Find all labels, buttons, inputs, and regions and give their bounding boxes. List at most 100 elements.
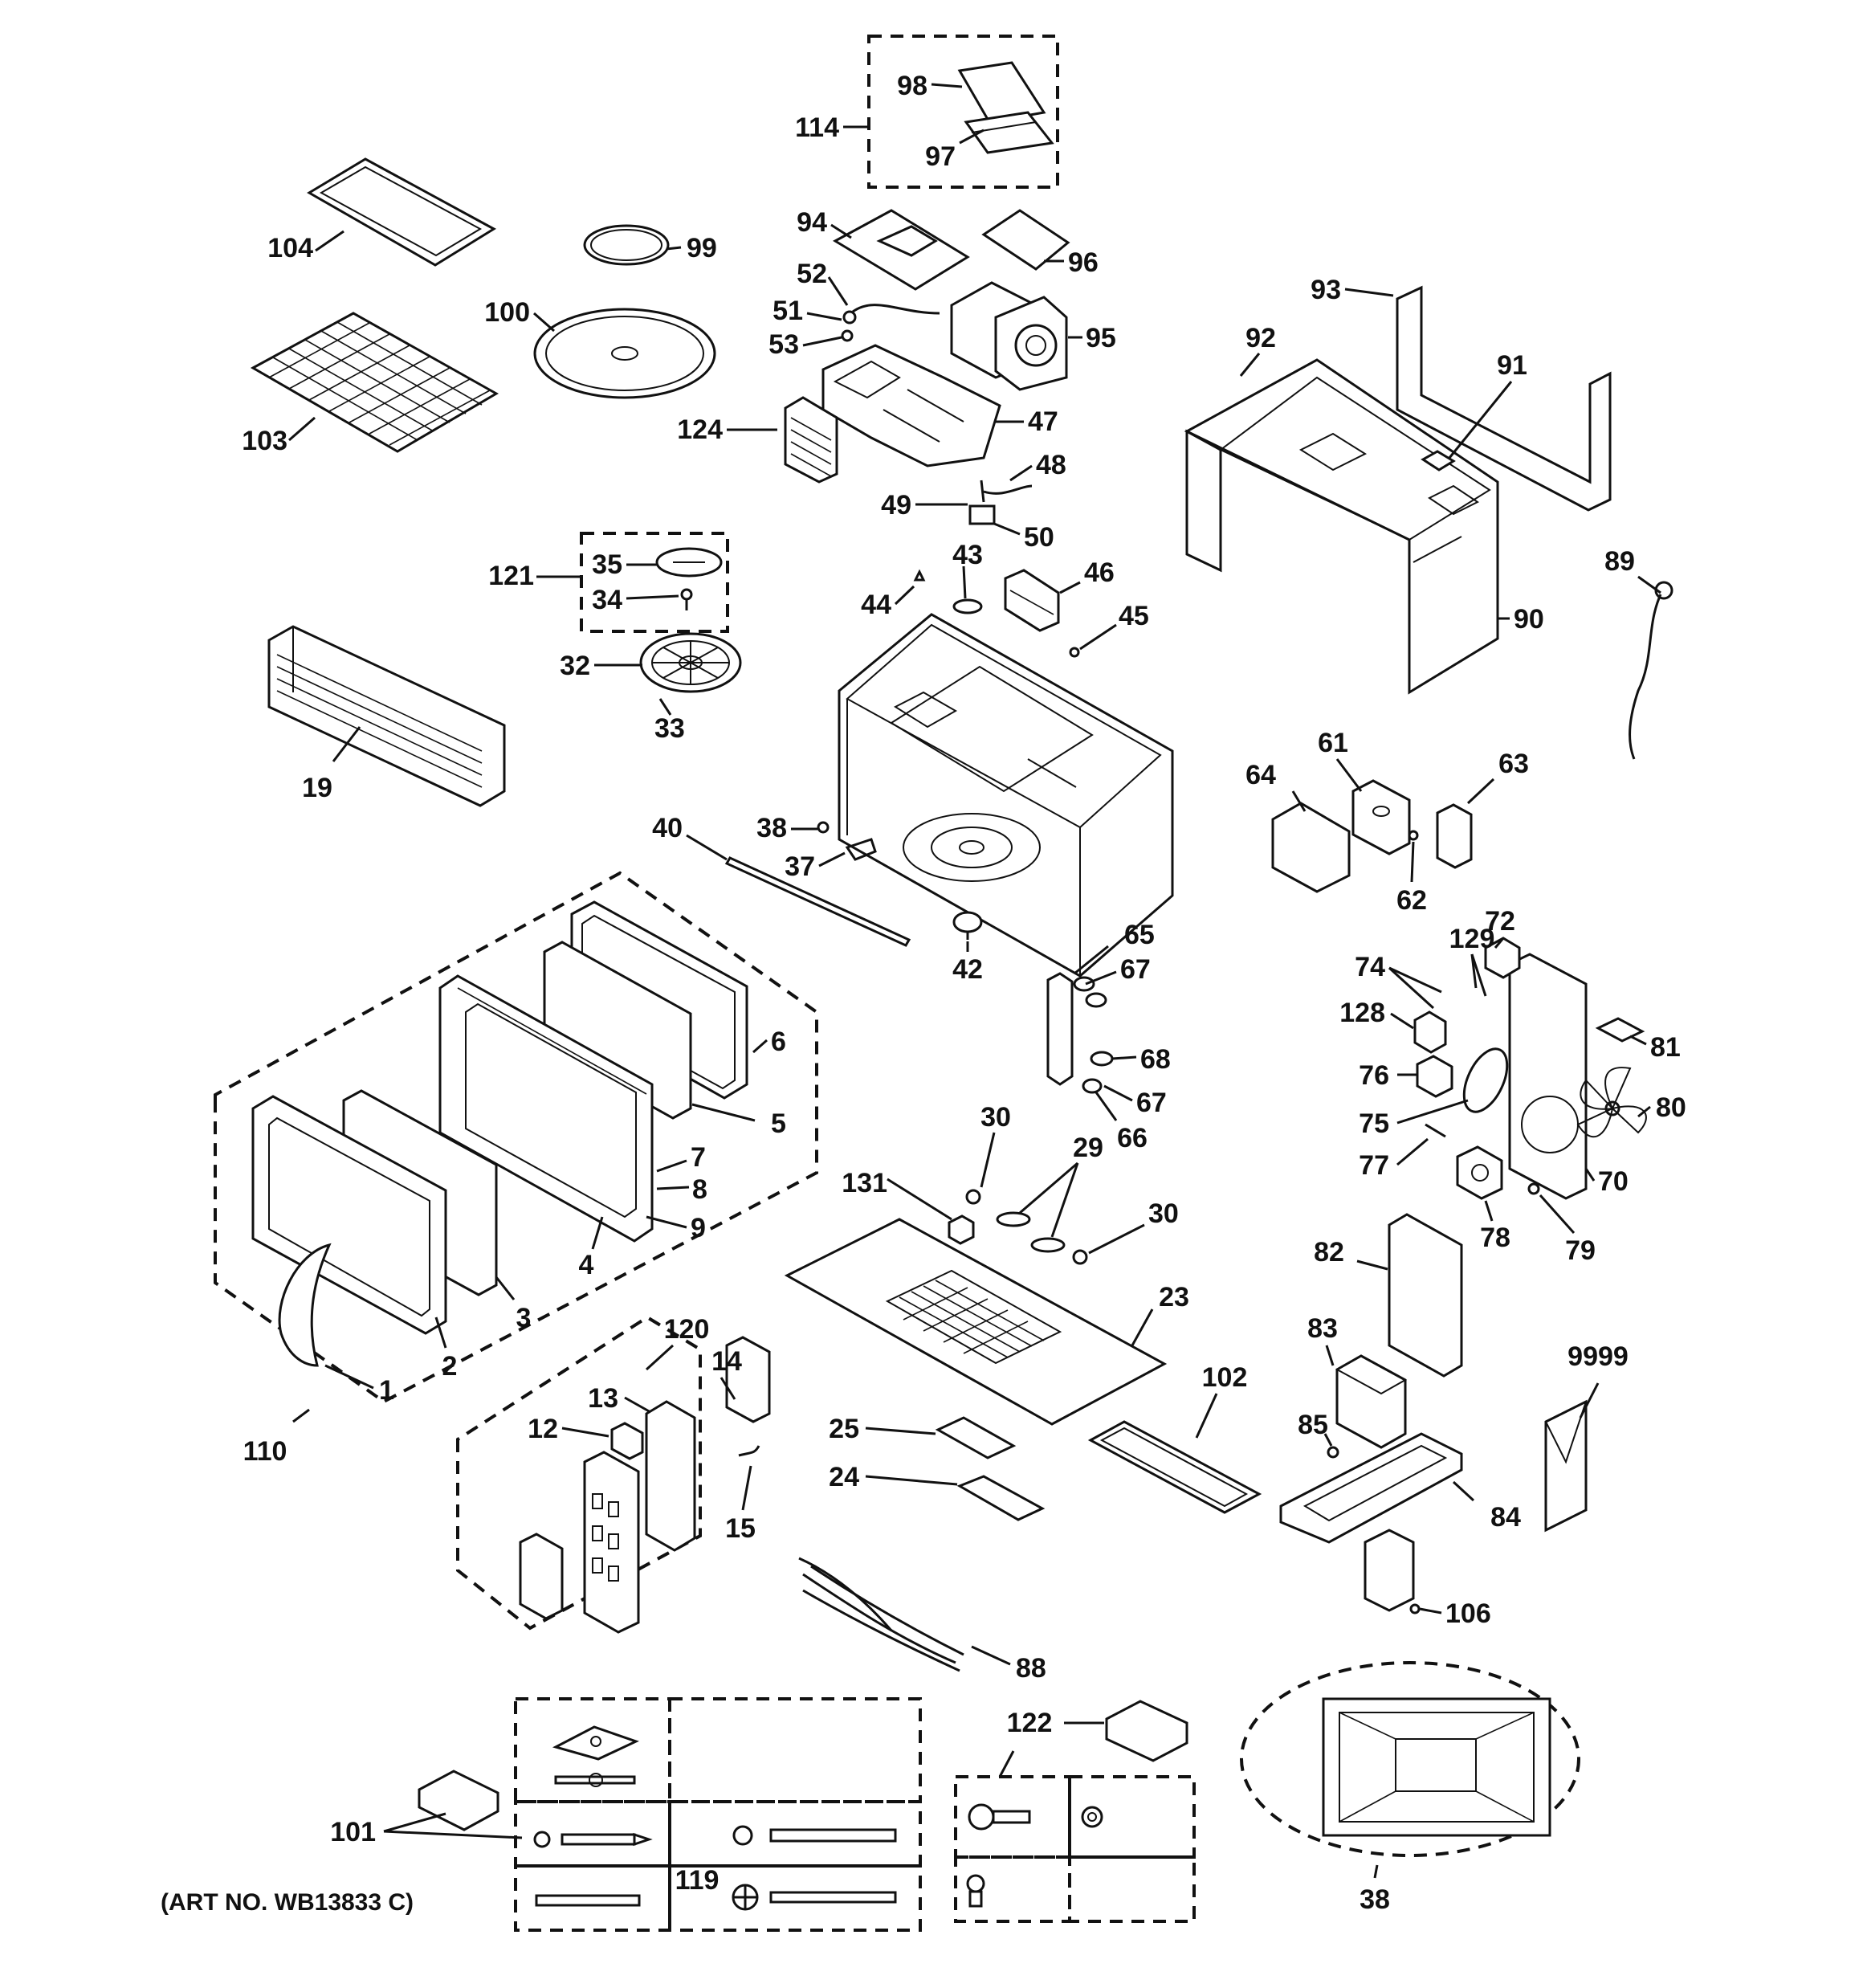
label-83: 83	[1307, 1313, 1338, 1344]
label-64: 64	[1245, 760, 1276, 790]
part-14-drawing	[725, 1336, 771, 1423]
part-24-drawing	[956, 1475, 1046, 1521]
label-101: 101	[330, 1817, 376, 1847]
part-shapes	[250, 61, 1673, 1911]
part-43-drawing	[952, 598, 983, 614]
part-75-drawing	[1462, 1047, 1509, 1113]
label-98: 98	[897, 71, 927, 101]
part-61-drawing	[1351, 779, 1411, 855]
part-83-drawing	[1335, 1354, 1408, 1449]
label-129: 129	[1449, 924, 1495, 954]
part-77-drawing	[1425, 1123, 1446, 1138]
label-61: 61	[1318, 728, 1348, 758]
label-48: 48	[1036, 450, 1066, 480]
label-114: 114	[795, 112, 839, 143]
group-119-outline-tr	[668, 1697, 922, 1803]
part-62-drawing	[1408, 830, 1419, 841]
label-5: 5	[771, 1108, 786, 1139]
label-19: 19	[302, 773, 332, 803]
label-47: 47	[1028, 406, 1058, 437]
label-14: 14	[711, 1346, 742, 1377]
art-number: (ART NO. WB13833 C)	[161, 1889, 414, 1916]
label-24: 24	[829, 1462, 859, 1492]
label-62: 62	[1396, 885, 1427, 916]
group-119-outline-mr	[668, 1800, 922, 1868]
label-53: 53	[768, 329, 799, 360]
part-89-drawing	[1629, 594, 1662, 760]
label-35: 35	[592, 549, 622, 580]
part-85-drawing	[1327, 1446, 1339, 1459]
label-51: 51	[773, 296, 803, 326]
control-door-drawing	[519, 1533, 564, 1620]
label-13: 13	[588, 1383, 618, 1414]
main-cavity-drawing	[838, 613, 1174, 978]
label-79: 79	[1565, 1235, 1596, 1266]
label-100: 100	[484, 297, 530, 328]
part-30a-drawing	[965, 1189, 981, 1205]
label-110: 110	[243, 1436, 287, 1467]
label-99: 99	[687, 233, 717, 263]
label-95: 95	[1086, 323, 1116, 353]
part-93-drawing	[1396, 285, 1612, 512]
label-88: 88	[1016, 1653, 1046, 1684]
label-45: 45	[1119, 601, 1149, 631]
part-122-drawing	[1105, 1700, 1188, 1762]
part-101-drawing	[418, 1770, 499, 1831]
label-82: 82	[1314, 1237, 1344, 1268]
label-93: 93	[1311, 275, 1341, 305]
part-82-drawing	[1388, 1213, 1463, 1378]
part-106-drawing	[1409, 1603, 1421, 1614]
label-78: 78	[1480, 1223, 1510, 1253]
group-121-outline	[580, 532, 729, 633]
part-76-drawing	[1416, 1055, 1453, 1098]
part-80-drawing	[1576, 1067, 1647, 1138]
label-49: 49	[881, 490, 911, 520]
label-77: 77	[1359, 1150, 1389, 1181]
label-9999: 9999	[1567, 1341, 1629, 1372]
part-64-drawing	[1271, 802, 1351, 893]
part-34-drawing	[680, 588, 693, 601]
part-104-drawing	[307, 157, 496, 267]
label-121: 121	[488, 561, 534, 591]
label-96: 96	[1068, 247, 1099, 278]
part-25-drawing	[935, 1416, 1017, 1459]
label-44: 44	[861, 590, 891, 620]
label-2: 2	[442, 1351, 458, 1382]
label-84: 84	[1490, 1502, 1521, 1533]
part-63-drawing	[1436, 803, 1473, 869]
label-37: 37	[785, 851, 815, 882]
part-47-drawing	[821, 344, 1001, 467]
part-65-drawing	[1046, 972, 1074, 1086]
part-37-drawing	[845, 838, 877, 861]
label-106: 106	[1445, 1598, 1491, 1629]
label-30b: 30	[1148, 1198, 1179, 1229]
group-outlines	[214, 35, 1580, 1932]
label-30a: 30	[980, 1102, 1011, 1133]
label-68: 68	[1140, 1044, 1171, 1075]
part-12-drawing	[610, 1422, 644, 1460]
label-46: 46	[1084, 557, 1115, 588]
label-104: 104	[267, 233, 313, 263]
label-34: 34	[592, 585, 622, 615]
label-120: 120	[664, 1314, 710, 1345]
label-66: 66	[1117, 1123, 1148, 1153]
part-70-drawing	[1508, 953, 1588, 1200]
part-42-drawing	[952, 911, 983, 933]
label-128: 128	[1339, 998, 1385, 1028]
part-98-drawing	[957, 61, 1054, 154]
label-42: 42	[952, 954, 983, 985]
label-3: 3	[516, 1303, 532, 1333]
group-114-outline	[867, 35, 1059, 189]
part-78-drawing	[1456, 1145, 1503, 1200]
label-12: 12	[528, 1414, 558, 1444]
hardware-set-122-drawing	[966, 1803, 1103, 1908]
label-32: 32	[560, 651, 590, 681]
label-74: 74	[1355, 952, 1385, 982]
part-124-drawing	[784, 396, 838, 484]
part-29b-drawing	[1030, 1237, 1066, 1253]
control-panel-drawing	[583, 1451, 640, 1634]
group-120-outline	[456, 1315, 702, 1631]
label-70: 70	[1598, 1166, 1629, 1197]
part-52-drawing	[852, 304, 940, 315]
